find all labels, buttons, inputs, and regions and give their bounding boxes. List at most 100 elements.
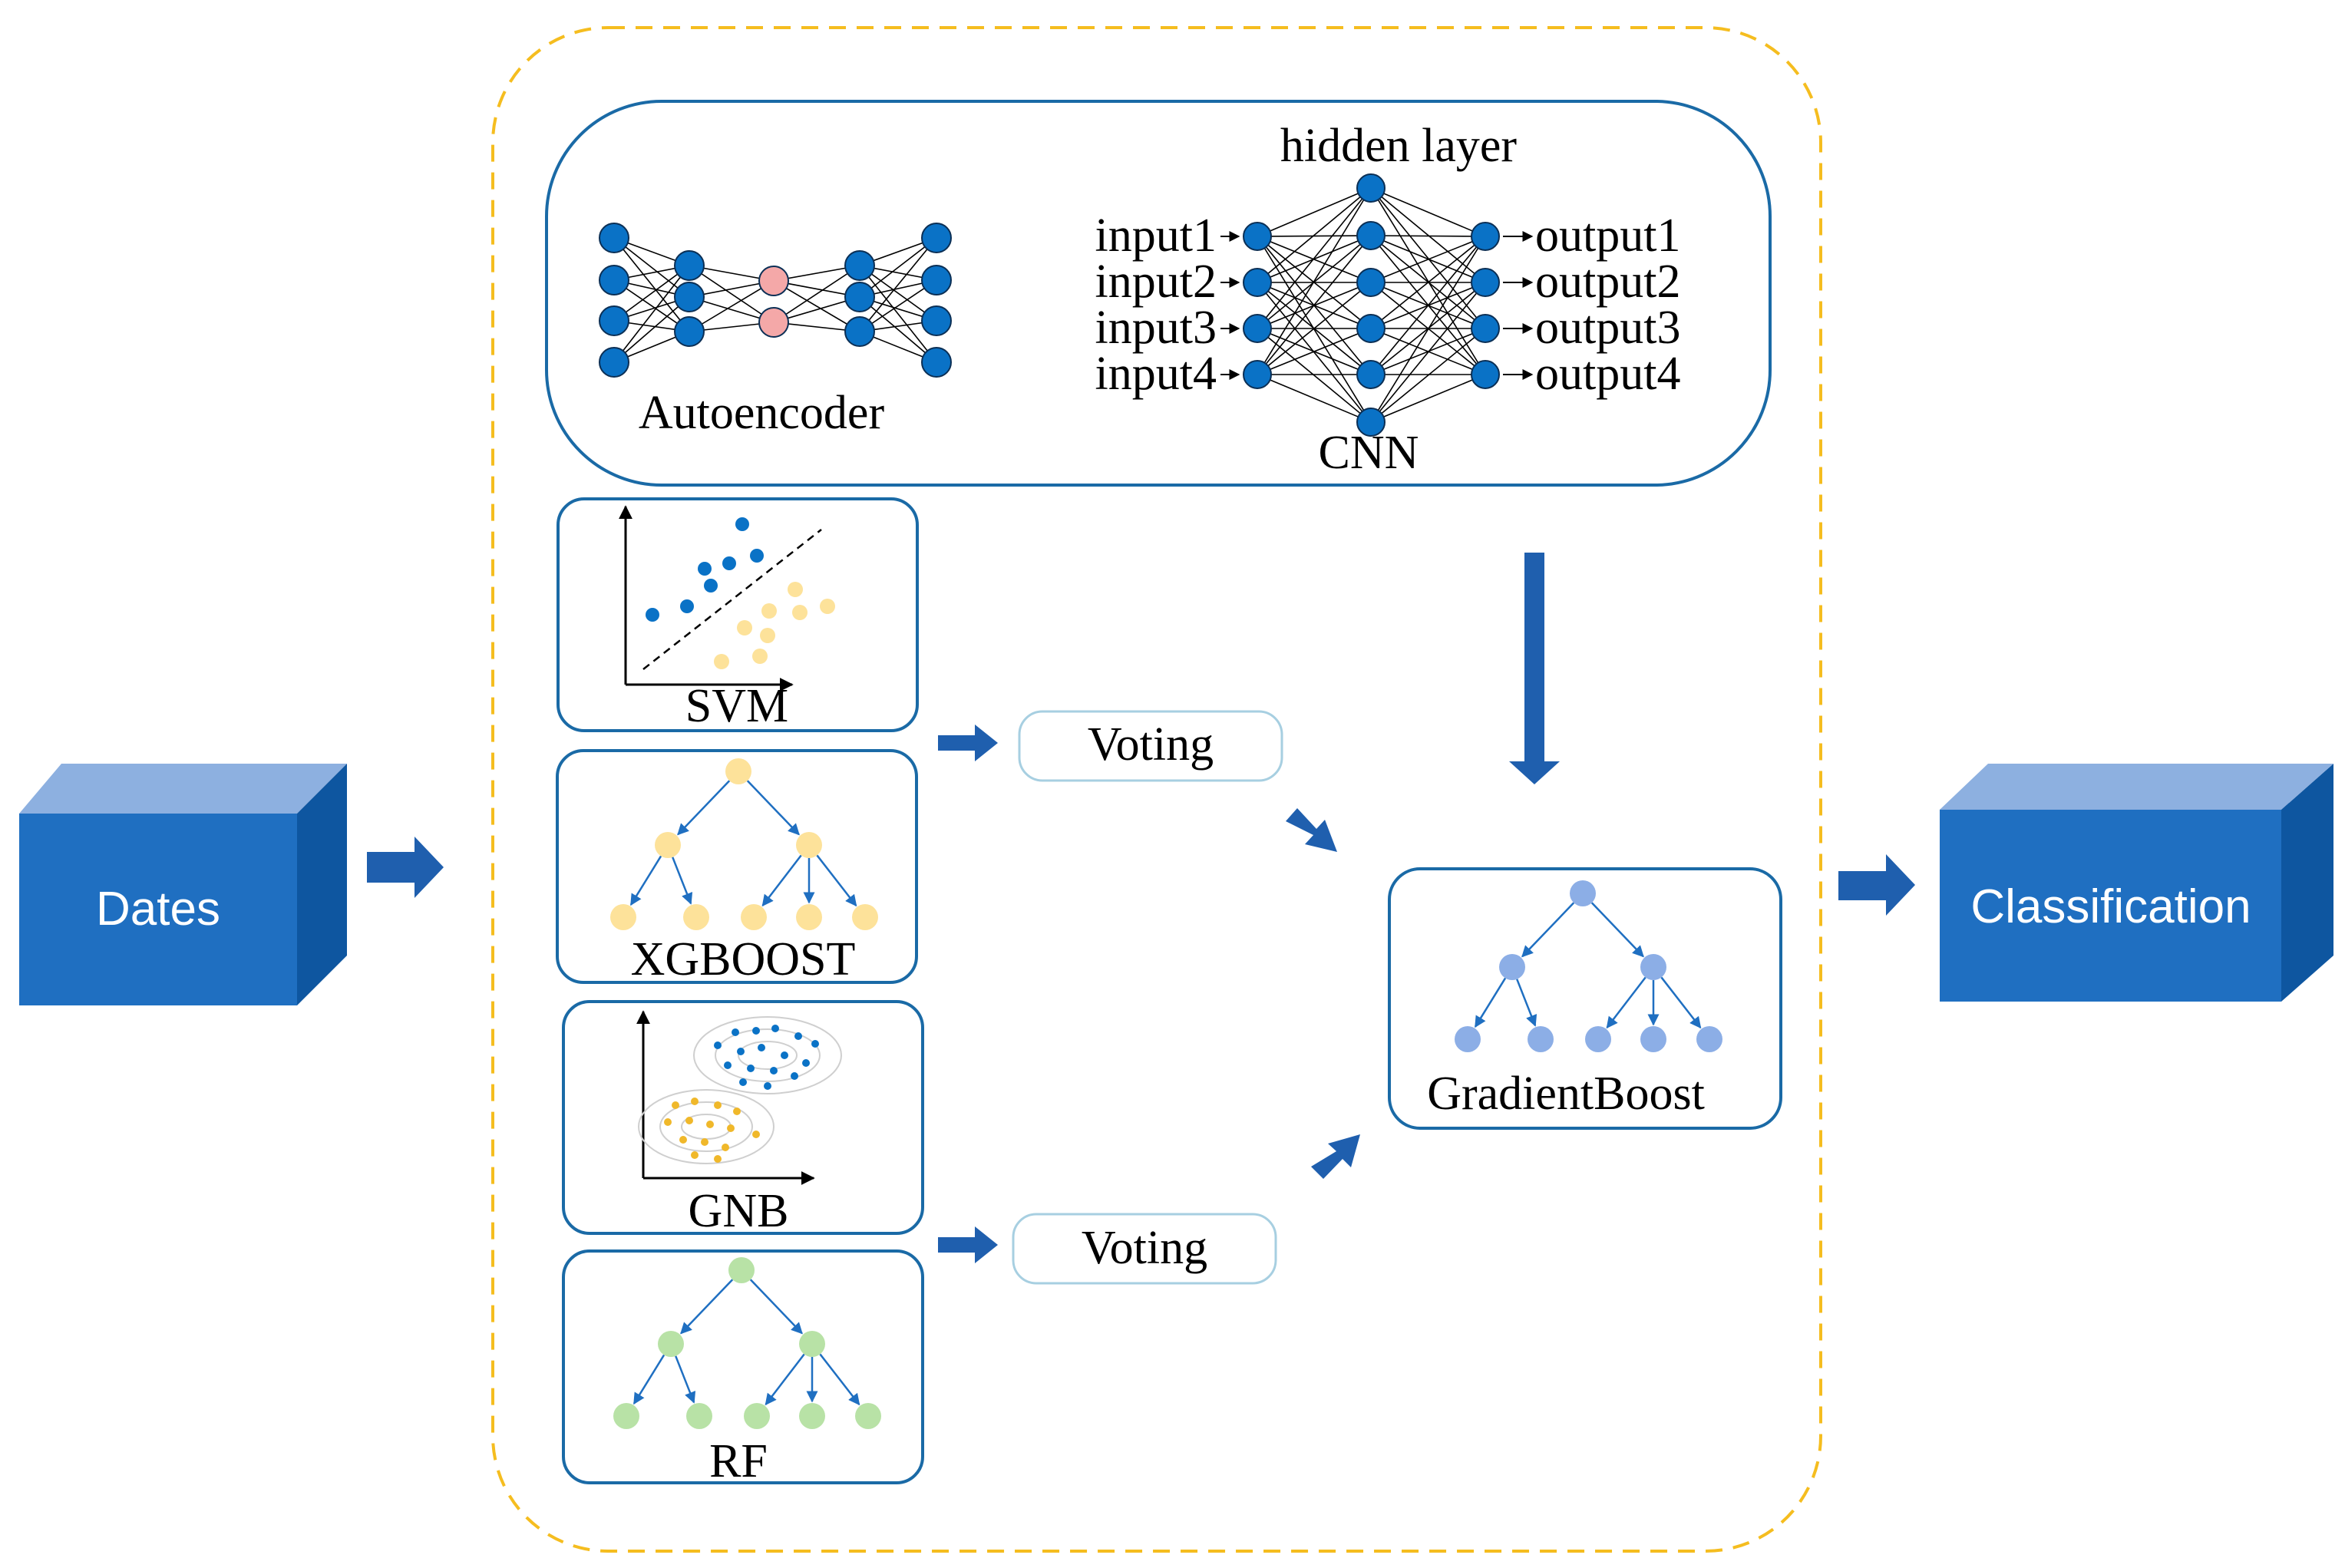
cnn-input-label: input3 xyxy=(1095,302,1217,354)
arrow-to-voting-bottom xyxy=(938,1226,998,1263)
cnn-edge xyxy=(1370,328,1486,423)
cnn-hidden-node xyxy=(1356,268,1386,297)
cnn-edge xyxy=(1370,236,1486,329)
svm-point-yellow xyxy=(760,628,775,643)
cnn-edge xyxy=(1370,187,1486,237)
svm-point-yellow xyxy=(737,620,752,635)
rf-node xyxy=(658,1331,684,1357)
rf-panel xyxy=(562,1249,924,1484)
cnn-input-label: input2 xyxy=(1095,256,1217,308)
rf-edge xyxy=(632,1354,666,1405)
autoencoder-node xyxy=(758,266,789,296)
cnn-input-label: input4 xyxy=(1095,348,1217,400)
cnn-output-node xyxy=(1471,222,1500,251)
gradientboost-node xyxy=(1585,1026,1611,1052)
gradientboost-node xyxy=(1640,954,1666,980)
gnb-point-yellow xyxy=(672,1101,679,1109)
arrow-dates-to-models xyxy=(367,837,444,898)
autoencoder-node xyxy=(921,223,952,253)
xgboost-edge xyxy=(677,780,731,836)
xgboost-edge xyxy=(816,854,857,907)
gradientboost-edge xyxy=(1474,977,1507,1028)
gradientboost-edge xyxy=(1660,976,1702,1029)
autoencoder-edge xyxy=(689,265,775,323)
autoencoder-edge xyxy=(859,265,937,322)
svm-point-blue xyxy=(646,608,659,622)
cnn-edge xyxy=(1370,236,1486,375)
cnn-edge xyxy=(1257,187,1372,283)
cnn-hidden-node xyxy=(1356,360,1386,389)
autoencoder-edge xyxy=(613,265,690,363)
gnb-point-yellow xyxy=(701,1138,708,1146)
autoencoder-edge xyxy=(613,237,690,298)
autoencoder-edge xyxy=(859,296,937,363)
voting-box-bottom xyxy=(1012,1213,1277,1285)
cnn-output-label: output3 xyxy=(1535,302,1680,354)
rf-edge xyxy=(765,1353,805,1406)
autoencoder-node xyxy=(599,347,629,378)
svm-point-yellow xyxy=(788,582,803,597)
arrow-deep-to-gradientboost xyxy=(1509,553,1560,784)
cnn-output-node xyxy=(1471,360,1500,389)
autoencoder-node xyxy=(844,282,875,312)
rf-node xyxy=(855,1403,881,1429)
xgboost-edge xyxy=(761,854,802,907)
classification-block: Classification xyxy=(1940,764,2333,1002)
deep-models-panel xyxy=(545,100,1772,487)
gnb-point-yellow xyxy=(714,1101,722,1109)
autoencoder-node xyxy=(599,305,629,336)
hidden-layer-label: hidden layer xyxy=(1280,120,1518,172)
gnb-point-blue xyxy=(724,1061,732,1069)
svm-point-yellow xyxy=(820,599,835,614)
dates-label: Dates xyxy=(96,883,220,936)
autoencoder-node xyxy=(844,316,875,347)
xgboost-edge xyxy=(629,855,662,906)
gnb-point-blue xyxy=(758,1044,765,1051)
autoencoder-node xyxy=(599,265,629,295)
cnn-edge xyxy=(1257,328,1372,375)
autoencoder-node xyxy=(674,250,705,281)
rf-edge xyxy=(680,1279,734,1335)
gnb-plot xyxy=(636,1010,842,1185)
gnb-label: GNB xyxy=(689,1185,789,1237)
xgboost-edge xyxy=(746,780,800,836)
voting-label-top: Voting xyxy=(1088,718,1214,771)
gnb-point-blue xyxy=(737,1048,745,1055)
rf-node xyxy=(686,1403,712,1429)
gnb-point-blue xyxy=(791,1072,798,1080)
autoencoder-edge xyxy=(859,237,937,298)
rf-edge xyxy=(675,1355,696,1404)
xgboost-node xyxy=(655,832,681,858)
autoencoder-edge xyxy=(773,265,860,323)
cnn-edge xyxy=(1257,187,1372,329)
cnn-output-label: output2 xyxy=(1535,256,1680,308)
gnb-point-blue xyxy=(764,1082,771,1090)
gnb-point-blue xyxy=(794,1032,802,1040)
cnn-edge xyxy=(1370,282,1486,423)
xgboost-node xyxy=(725,758,751,784)
gradientboost-panel xyxy=(1388,867,1782,1130)
cnn-diagram xyxy=(1220,173,1534,437)
gnb-point-blue xyxy=(811,1040,819,1048)
autoencoder-edge xyxy=(859,237,937,332)
gradientboost-label: GradientBoost xyxy=(1427,1068,1705,1120)
gnb-point-yellow xyxy=(685,1117,693,1124)
cnn-edge xyxy=(1257,235,1372,375)
gradientboost-node xyxy=(1499,954,1525,980)
cnn-edge xyxy=(1257,374,1372,423)
arrow-voting-bottom-to-gradientboost xyxy=(1311,1134,1360,1179)
cnn-hidden-node xyxy=(1356,221,1386,250)
cnn-hidden-node xyxy=(1356,408,1386,437)
svm-point-blue xyxy=(735,517,749,531)
svm-label: SVM xyxy=(685,680,788,732)
cnn-input-label: input1 xyxy=(1095,210,1217,262)
gnb-point-yellow xyxy=(664,1118,672,1126)
arrow-voting-top-to-gradientboost xyxy=(1286,808,1337,852)
rf-node xyxy=(744,1403,770,1429)
xgboost-node xyxy=(796,904,822,930)
gnb-point-yellow xyxy=(752,1131,760,1138)
xgboost-node xyxy=(610,904,636,930)
gnb-point-yellow xyxy=(722,1144,729,1151)
svm-plot xyxy=(619,505,835,692)
gradientboost-edge xyxy=(1606,976,1646,1029)
